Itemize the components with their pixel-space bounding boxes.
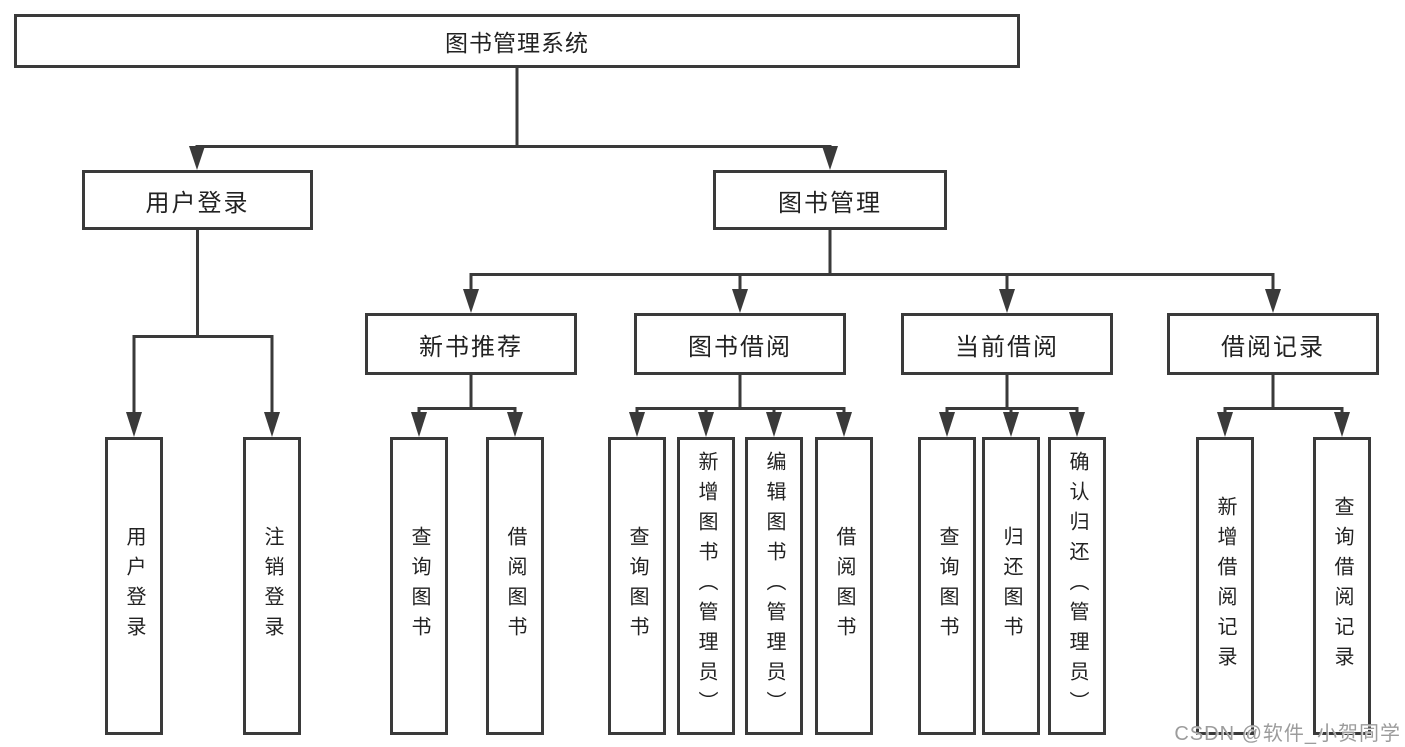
connector-root-to-level2 xyxy=(195,68,832,151)
connector-user-login-to-leaves xyxy=(132,230,274,416)
leaf-query-books-3-label: 查询图书 xyxy=(936,526,958,646)
leaf-add-book-admin: 新增图书（管理员） xyxy=(677,437,735,735)
leaf-user-login-label: 用户登录 xyxy=(123,526,145,646)
leaf-query-books-2-label: 查询图书 xyxy=(626,526,648,646)
leaf-query-books-1-label: 查询图书 xyxy=(408,526,430,646)
node-book-borrow-label: 图书借阅 xyxy=(688,333,792,361)
arrow-down-icon xyxy=(411,412,427,437)
node-user-login-label: 用户登录 xyxy=(145,189,250,217)
leaf-add-book-admin-label: 新增图书（管理员） xyxy=(695,451,717,721)
leaf-logout-label: 注销登录 xyxy=(261,526,283,646)
arrow-down-icon xyxy=(939,412,955,437)
leaf-return-book-label: 归还图书 xyxy=(1000,526,1022,646)
arrow-down-icon xyxy=(264,412,280,437)
leaf-query-books-2: 查询图书 xyxy=(608,437,666,735)
arrow-down-icon xyxy=(629,412,645,437)
arrow-down-icon xyxy=(1334,412,1350,437)
node-user-login: 用户登录 xyxy=(82,170,313,230)
node-root-label: 图书管理系统 xyxy=(445,30,589,56)
node-current-borrow-label: 当前借阅 xyxy=(955,333,1059,361)
leaf-borrow-books-2-label: 借阅图书 xyxy=(833,526,855,646)
arrowhead-icons xyxy=(126,146,1350,437)
node-new-book-recommend: 新书推荐 xyxy=(365,313,577,375)
leaf-query-borrow-record-label: 查询借阅记录 xyxy=(1331,496,1353,676)
node-new-book-recommend-label: 新书推荐 xyxy=(419,333,523,361)
leaf-return-book: 归还图书 xyxy=(982,437,1040,735)
leaf-query-borrow-record: 查询借阅记录 xyxy=(1313,437,1371,735)
leaf-query-books-3: 查询图书 xyxy=(918,437,976,735)
node-root: 图书管理系统 xyxy=(14,14,1020,68)
arrow-down-icon xyxy=(999,289,1015,313)
node-borrow-records: 借阅记录 xyxy=(1167,313,1379,375)
arrow-down-icon xyxy=(463,289,479,313)
leaf-add-borrow-record: 新增借阅记录 xyxy=(1196,437,1254,735)
csdn-watermark: CSDN @软件_小贺同学 xyxy=(1174,723,1401,745)
node-book-borrow: 图书借阅 xyxy=(634,313,846,375)
arrow-down-icon xyxy=(507,412,523,437)
arrow-down-icon xyxy=(1217,412,1233,437)
leaf-logout: 注销登录 xyxy=(243,437,301,735)
connector-current-borrow-group xyxy=(945,375,1079,416)
leaf-confirm-return-admin-label: 确认归还（管理员） xyxy=(1066,451,1088,721)
connector-book-borrow-group xyxy=(635,375,846,416)
node-book-management-label: 图书管理 xyxy=(778,189,882,217)
arrow-down-icon xyxy=(1003,412,1019,437)
leaf-add-borrow-record-label: 新增借阅记录 xyxy=(1214,496,1236,676)
arrow-down-icon xyxy=(1069,412,1085,437)
node-current-borrow: 当前借阅 xyxy=(901,313,1113,375)
arrow-down-icon xyxy=(822,146,838,170)
leaf-borrow-books-2: 借阅图书 xyxy=(815,437,873,735)
leaf-confirm-return-admin: 确认归还（管理员） xyxy=(1048,437,1106,735)
arrow-down-icon xyxy=(836,412,852,437)
leaf-edit-book-admin-label: 编辑图书（管理员） xyxy=(763,451,785,721)
leaf-user-login: 用户登录 xyxy=(105,437,163,735)
arrow-down-icon xyxy=(189,146,205,170)
arrow-down-icon xyxy=(698,412,714,437)
node-book-management: 图书管理 xyxy=(713,170,947,230)
connector-book-management-to-level3 xyxy=(469,230,1275,293)
arrow-down-icon xyxy=(766,412,782,437)
leaf-borrow-books-1-label: 借阅图书 xyxy=(504,526,526,646)
leaf-query-books-1: 查询图书 xyxy=(390,437,448,735)
connector-borrow-record-group xyxy=(1223,375,1344,416)
arrow-down-icon xyxy=(732,289,748,313)
connector-new-book-group xyxy=(417,375,517,416)
node-borrow-records-label: 借阅记录 xyxy=(1221,333,1325,361)
arrow-down-icon xyxy=(1265,289,1281,313)
leaf-edit-book-admin: 编辑图书（管理员） xyxy=(745,437,803,735)
arrow-down-icon xyxy=(126,412,142,437)
leaf-borrow-books-1: 借阅图书 xyxy=(486,437,544,735)
